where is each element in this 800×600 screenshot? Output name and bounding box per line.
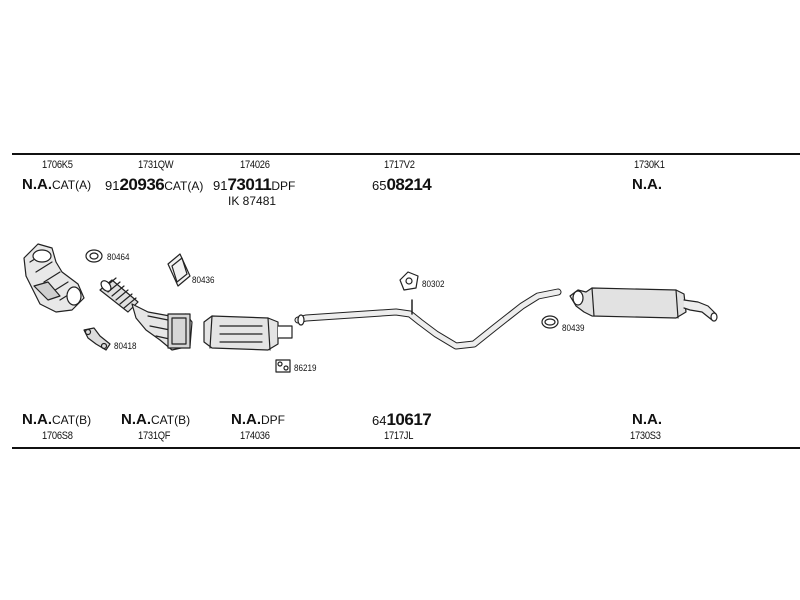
- label-hanger: 80302: [422, 279, 445, 290]
- rear-muffler: [569, 287, 718, 322]
- top-number-2: 20936: [119, 175, 165, 194]
- top-number-4: 08214: [386, 175, 432, 194]
- bottom-suffix-3: DPF: [261, 413, 285, 427]
- bottom-na-1: N.A.: [22, 411, 52, 428]
- top-prefix-4: 65: [372, 178, 387, 193]
- label-bracket: 80418: [114, 341, 137, 352]
- top-entry-3: 91 73011 DPF: [213, 175, 295, 195]
- center-pipe: [294, 288, 562, 350]
- bottom-number-4: 10617: [386, 410, 432, 429]
- top-code-1: 1706K5: [42, 159, 73, 171]
- top-entry-2: 91 20936 CAT(A): [105, 175, 203, 195]
- bottom-entry-2: N.A. CAT(B): [121, 411, 190, 428]
- top-code-2: 1731QW: [138, 159, 174, 171]
- clamp-ring: [541, 315, 559, 329]
- gasket-ring: [85, 249, 103, 263]
- bottom-code-3: 174036: [240, 430, 270, 442]
- top-entry-4: 65 08214: [372, 175, 432, 195]
- top-number-3: 73011: [227, 175, 272, 194]
- label-clamp: 80439: [562, 323, 585, 334]
- top-suffix-3: DPF: [271, 179, 296, 193]
- bottom-suffix-1: CAT(B): [52, 413, 92, 427]
- bottom-entry-3: N.A. DPF: [231, 411, 285, 428]
- label-gasket-flat: 80436: [192, 275, 215, 286]
- top-code-3: 174026: [240, 159, 270, 171]
- top-entry-1: N.A. CAT(A): [22, 176, 91, 193]
- bottom-suffix-2: CAT(B): [151, 413, 191, 427]
- bottom-entry-1: N.A. CAT(B): [22, 411, 91, 428]
- bottom-entry-4: 64 10617: [372, 410, 432, 430]
- top-sub-3: IK 87481: [228, 194, 277, 208]
- top-na-5: N.A.: [632, 176, 662, 193]
- bottom-na-2: N.A.: [121, 411, 151, 428]
- bottom-rule: [12, 447, 800, 449]
- bottom-code-1: 1706S8: [42, 430, 73, 442]
- top-rule: [12, 153, 800, 155]
- top-na-1: N.A.: [22, 176, 52, 193]
- catalytic-converter-left: [23, 243, 85, 313]
- top-suffix-2: CAT(A): [164, 179, 204, 193]
- top-suffix-1: CAT(A): [52, 178, 92, 192]
- bottom-na-5: N.A.: [632, 411, 662, 428]
- label-rubber-mount: 86219: [294, 363, 317, 374]
- flat-gasket: [167, 253, 191, 287]
- bottom-code-4: 1717JL: [384, 430, 414, 442]
- label-gasket-top: 80464: [107, 252, 130, 263]
- bracket-part: [83, 327, 111, 351]
- hanger-part: [399, 271, 419, 291]
- pre-dpf-converter: [131, 303, 193, 351]
- top-code-5: 1730K1: [634, 159, 665, 171]
- bottom-code-2: 1731QF: [138, 430, 171, 442]
- diesel-particulate-filter: [203, 315, 293, 351]
- rubber-mount: [275, 359, 291, 373]
- bottom-prefix-4: 64: [372, 413, 387, 428]
- bottom-code-5: 1730S3: [630, 430, 661, 442]
- bottom-na-3: N.A.: [231, 411, 261, 428]
- top-prefix-3: 91: [213, 178, 228, 193]
- top-code-4: 1717V2: [384, 159, 415, 171]
- top-prefix-2: 91: [105, 178, 120, 193]
- flex-pipe: [99, 277, 139, 313]
